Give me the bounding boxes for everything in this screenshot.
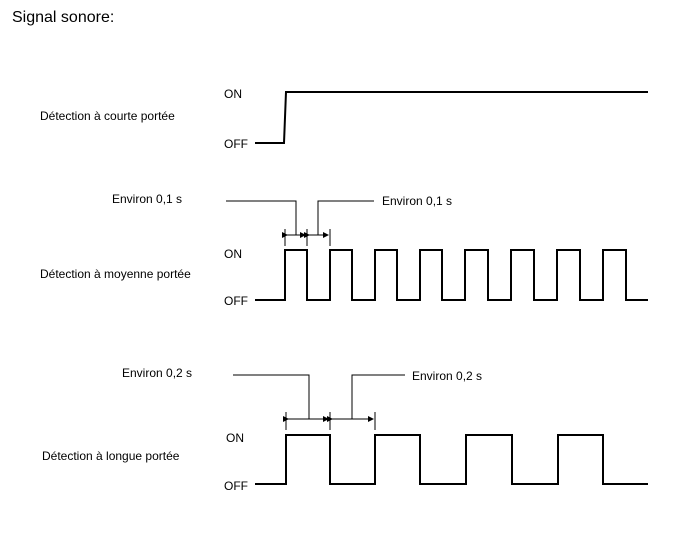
- long-range-waveform: [255, 434, 648, 485]
- long-range-leader-left: [233, 374, 310, 419]
- short-range-label: Détection à courte portée: [40, 109, 175, 123]
- long-range-group: Environ 0,2 s Environ 0,2 s Détection à …: [42, 366, 648, 493]
- medium-range-leader-right: [317, 200, 374, 235]
- medium-range-off-label: OFF: [224, 294, 248, 308]
- medium-range-duration-right: Environ 0,1 s: [382, 194, 452, 208]
- short-range-off-label: OFF: [224, 137, 248, 151]
- long-range-label: Détection à longue portée: [42, 449, 180, 463]
- short-range-on-label: ON: [224, 87, 242, 101]
- long-range-duration-left: Environ 0,2 s: [122, 366, 192, 380]
- short-range-waveform: [255, 91, 648, 144]
- long-range-off-label: OFF: [224, 479, 248, 493]
- medium-range-leader-left: [226, 200, 297, 235]
- long-range-leader-right: [351, 374, 405, 419]
- medium-range-waveform: [255, 249, 648, 301]
- medium-range-on-label: ON: [224, 247, 242, 261]
- medium-range-label: Détection à moyenne portée: [40, 267, 191, 281]
- medium-range-duration-left: Environ 0,1 s: [112, 192, 182, 206]
- short-range-group: Détection à courte portée ON OFF: [40, 87, 648, 151]
- long-range-on-label: ON: [226, 431, 244, 445]
- page-title: Signal sonore:: [12, 9, 115, 26]
- long-range-duration-right: Environ 0,2 s: [412, 369, 482, 383]
- medium-range-group: Environ 0,1 s Environ 0,1 s Détection à …: [40, 192, 648, 308]
